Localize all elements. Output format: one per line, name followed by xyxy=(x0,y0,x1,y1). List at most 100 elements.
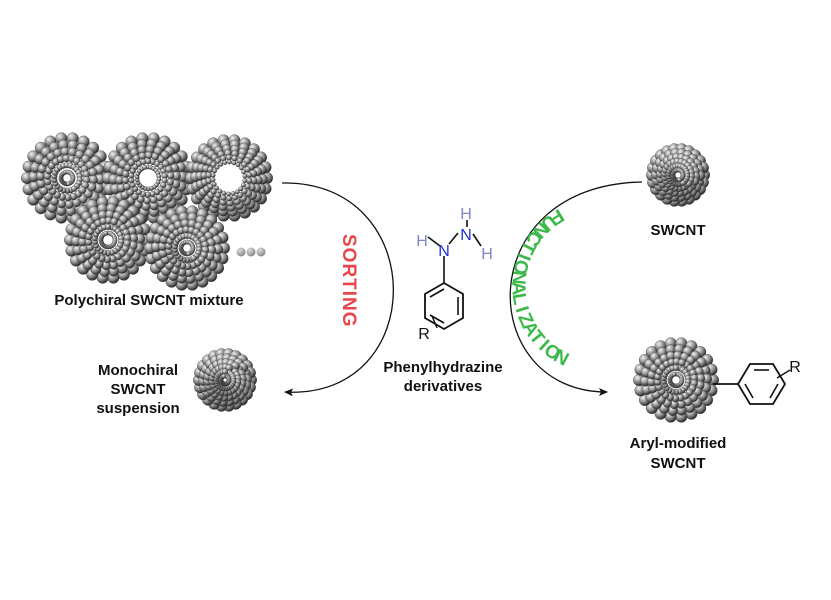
carbon-atom-sphere xyxy=(220,194,227,201)
carbon-atom-sphere xyxy=(157,155,165,164)
carbon-atom-sphere xyxy=(231,155,238,162)
carbon-atom-sphere xyxy=(226,195,233,202)
carbon-atom-sphere xyxy=(239,165,244,171)
carbon-atom-sphere xyxy=(205,177,212,185)
functionalization-letter: N xyxy=(507,270,529,287)
carbon-atom-sphere xyxy=(210,188,217,195)
functionalization-letter: O xyxy=(508,258,532,278)
carbon-atom-sphere xyxy=(207,183,214,190)
carbon-atom-sphere xyxy=(145,151,153,160)
carbon-atom-sphere xyxy=(221,190,227,196)
carbon-atom-sphere xyxy=(211,181,217,187)
carbon-atom-sphere xyxy=(138,152,147,160)
carbon-atom-sphere xyxy=(225,154,232,161)
carbon-atom-sphere xyxy=(131,192,139,201)
aryl-swcnt-tube-icon xyxy=(633,337,719,423)
carbon-atom-sphere xyxy=(87,182,97,192)
hydrogen-atom: H xyxy=(460,206,472,223)
carbon-atom-sphere xyxy=(149,196,158,204)
carbon-atom-sphere xyxy=(210,161,217,168)
swcnt-tube-icon xyxy=(185,134,273,222)
carbon-atom-sphere xyxy=(145,158,152,165)
functionalization-letter: A xyxy=(507,281,529,296)
carbon-atom-sphere xyxy=(241,188,248,195)
reagent-label-line1: Phenylhydrazine xyxy=(383,359,502,376)
carbon-atom-sphere xyxy=(227,159,232,165)
hydrogen-atom: H xyxy=(416,233,428,250)
carbon-atom-sphere xyxy=(242,178,248,184)
carbon-atom-sphere xyxy=(221,373,227,379)
carbon-atom-sphere xyxy=(218,161,224,167)
carbon-atom-sphere xyxy=(231,160,237,166)
aryl-substituent-r-label: R xyxy=(789,359,801,376)
carbon-atom-sphere xyxy=(212,168,217,174)
carbon-atom-sphere xyxy=(197,255,206,264)
carbon-atom-sphere xyxy=(234,189,240,195)
substituent-r-label: R xyxy=(418,326,430,343)
monochiral-label-line1: Monochiral xyxy=(98,362,178,379)
swcnt-tube-icon xyxy=(144,205,230,291)
aryl-group-structure: R xyxy=(713,359,801,405)
carbon-atom-sphere xyxy=(244,166,251,173)
carbon-atom-sphere xyxy=(210,177,216,183)
carbon-atom-sphere xyxy=(205,172,212,179)
reagent-label-line2: derivatives xyxy=(404,378,482,395)
carbon-atom-sphere xyxy=(241,161,248,168)
carbon-atom-sphere xyxy=(673,364,680,371)
carbon-atom-sphere xyxy=(78,186,87,194)
carbon-atom-sphere xyxy=(241,169,247,175)
carbon-atom-sphere xyxy=(164,184,172,192)
phenylhydrazine-structure: N N H H H R xyxy=(416,206,493,343)
carbon-atom-sphere xyxy=(143,196,151,205)
sorting-arrow xyxy=(281,182,394,397)
carbon-atom-sphere xyxy=(230,191,236,196)
carbon-atom-sphere xyxy=(103,230,109,236)
carbon-atom-sphere xyxy=(246,171,253,179)
carbon-atom-sphere xyxy=(210,172,216,178)
carbon-atom-sphere xyxy=(166,171,175,180)
swcnt-tube-icon xyxy=(64,196,152,284)
swcnt-tube-icon xyxy=(646,143,710,207)
carbon-atom-sphere xyxy=(66,181,71,187)
carbon-atom-sphere xyxy=(121,176,130,185)
carbon-atom-sphere xyxy=(110,217,118,226)
nitrogen-atom-1: N xyxy=(438,243,450,260)
monochiral-label-line2: SWCNT xyxy=(111,381,166,398)
carbon-atom-sphere xyxy=(186,251,191,257)
carbon-atom-sphere xyxy=(217,188,223,194)
carbon-atom-sphere xyxy=(238,186,244,192)
carbon-atom-sphere xyxy=(214,157,221,164)
carbon-atom-sphere xyxy=(671,371,677,377)
ellipsis-icon xyxy=(236,247,266,257)
carbon-atom-sphere xyxy=(676,177,682,183)
monochiral-swcnt-tube-icon xyxy=(193,348,257,412)
carbon-atom-sphere xyxy=(70,185,78,192)
hydrogen-atom: H xyxy=(481,246,493,263)
functionalization-letter: L xyxy=(508,292,531,308)
polychiral-mixture-label: Polychiral SWCNT mixture xyxy=(54,292,243,309)
carbon-atom-sphere xyxy=(214,185,219,191)
carbon-atom-sphere xyxy=(222,160,228,165)
carbon-atom-sphere xyxy=(105,223,112,230)
sorting-label: SORTING xyxy=(338,234,359,328)
carbon-atom-sphere xyxy=(160,189,169,198)
functionalization-arrow xyxy=(509,181,643,396)
carbon-atom-sphere xyxy=(142,165,147,170)
carbon-atom-sphere xyxy=(237,192,244,199)
carbon-atom-sphere xyxy=(165,165,173,174)
aryl-label-line1: Aryl-modified xyxy=(630,435,727,452)
carbon-atom-sphere xyxy=(235,162,241,168)
carbon-atom-sphere xyxy=(190,255,197,262)
nitrogen-atom-2: N xyxy=(460,227,472,244)
carbon-atom-sphere xyxy=(214,164,220,170)
carbon-atom-sphere xyxy=(241,182,246,188)
carbon-atom-sphere xyxy=(124,164,132,172)
carbon-atom-sphere xyxy=(221,368,229,375)
aryl-label-line2: SWCNT xyxy=(651,455,706,472)
monochiral-label-line3: suspension xyxy=(96,400,179,417)
carbon-atom-sphere xyxy=(246,177,253,184)
carbon-atom-sphere xyxy=(226,191,231,197)
carbon-atom-sphere xyxy=(242,173,248,179)
